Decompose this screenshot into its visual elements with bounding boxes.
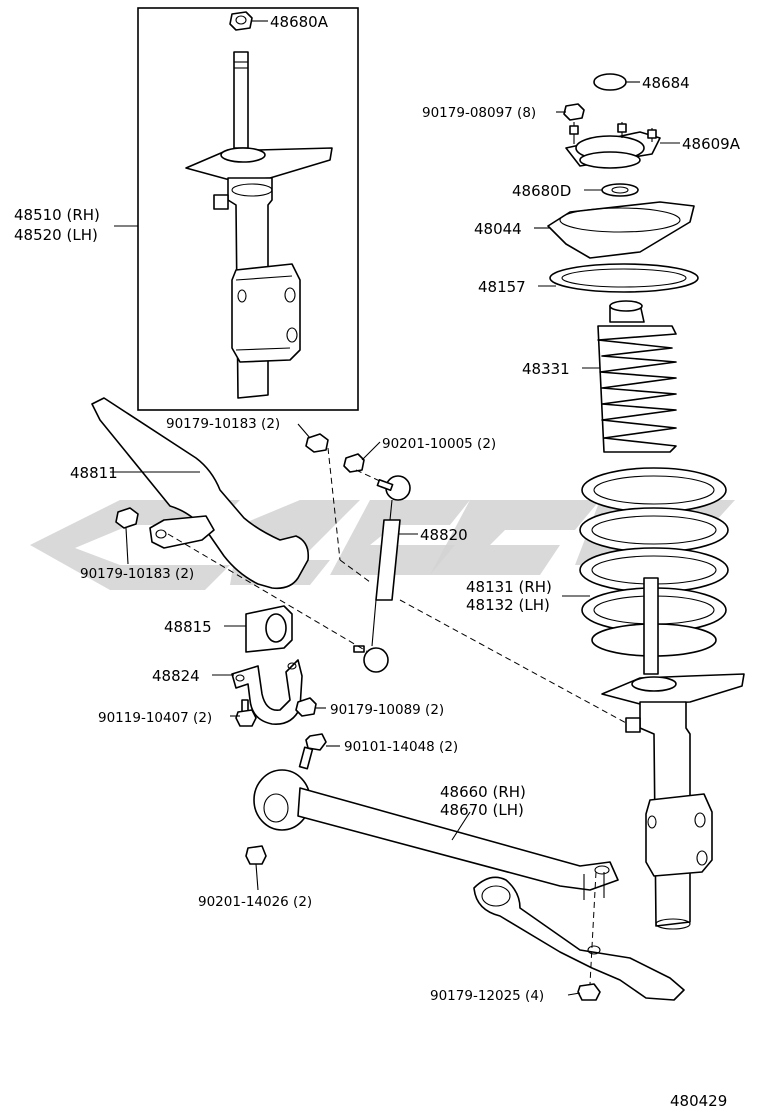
stabilizer-link-48820[interactable] xyxy=(353,475,411,673)
label-48131: 48131 (RH) xyxy=(466,578,552,596)
nut-90179-10183-top[interactable] xyxy=(305,433,329,453)
label-90119-10407: 90119-10407 (2) xyxy=(98,710,212,726)
coil-spring-48131[interactable] xyxy=(579,467,729,675)
stabilizer-bar-48811[interactable] xyxy=(91,397,310,590)
label-90179-10183-left: 90179-10183 (2) xyxy=(80,566,194,582)
label-90179-08097: 90179-08097 (8) xyxy=(422,105,536,121)
bolt-90101-14048[interactable] xyxy=(298,733,327,770)
strut-body-right[interactable] xyxy=(601,673,745,930)
nut-90179-10183-left[interactable] xyxy=(115,507,139,529)
label-48132: 48132 (LH) xyxy=(466,596,550,614)
label-48660: 48660 (RH) xyxy=(440,783,526,801)
label-48331: 48331 xyxy=(522,360,570,378)
label-90179-12025: 90179-12025 (4) xyxy=(430,988,544,1004)
label-48824: 48824 xyxy=(152,667,200,685)
nut-90201-10005[interactable] xyxy=(343,453,365,473)
diagram-id: 480429 xyxy=(670,1092,727,1110)
knuckle-arm[interactable] xyxy=(473,876,685,1001)
nut-90179-12025[interactable] xyxy=(577,983,601,1001)
strut-assembly-48510[interactable] xyxy=(185,11,333,399)
insulator-48157[interactable] xyxy=(549,263,699,293)
bump-stop-48331[interactable] xyxy=(597,300,677,453)
label-90201-10005: 90201-10005 (2) xyxy=(382,436,496,452)
label-48815: 48815 xyxy=(164,618,212,636)
nut-90179-08097[interactable] xyxy=(563,103,585,121)
nut-90201-14026[interactable] xyxy=(245,845,267,865)
lower-arm-48660[interactable] xyxy=(253,769,619,900)
label-48684: 48684 xyxy=(642,74,690,92)
spacer-48680D[interactable] xyxy=(601,183,639,197)
label-48811: 48811 xyxy=(70,464,118,482)
nut-90179-10089[interactable] xyxy=(295,697,317,717)
strut-assembly-box xyxy=(137,7,359,411)
label-48157: 48157 xyxy=(478,278,526,296)
label-48510: 48510 (RH) xyxy=(14,206,100,224)
assembly-lines xyxy=(167,447,629,985)
label-48680A: 48680A xyxy=(270,13,329,31)
label-90179-10183-top: 90179-10183 (2) xyxy=(166,416,280,432)
label-48044: 48044 xyxy=(474,220,522,238)
support-48609A[interactable] xyxy=(565,122,661,169)
label-48680D: 48680D xyxy=(512,182,571,200)
seat-48044[interactable] xyxy=(547,201,695,259)
leader-lines xyxy=(110,20,680,996)
bushing-48815[interactable] xyxy=(245,605,293,653)
label-48670: 48670 (LH) xyxy=(440,801,524,819)
label-90101-14048: 90101-14048 (2) xyxy=(344,739,458,755)
label-48609A: 48609A xyxy=(682,135,741,153)
label-48820: 48820 xyxy=(420,526,468,544)
label-90179-10089: 90179-10089 (2) xyxy=(330,702,444,718)
label-90201-14026: 90201-14026 (2) xyxy=(198,894,312,910)
cap-48684[interactable] xyxy=(593,73,627,91)
bolt-90119-10407[interactable] xyxy=(235,699,257,727)
label-48520: 48520 (LH) xyxy=(14,226,98,244)
